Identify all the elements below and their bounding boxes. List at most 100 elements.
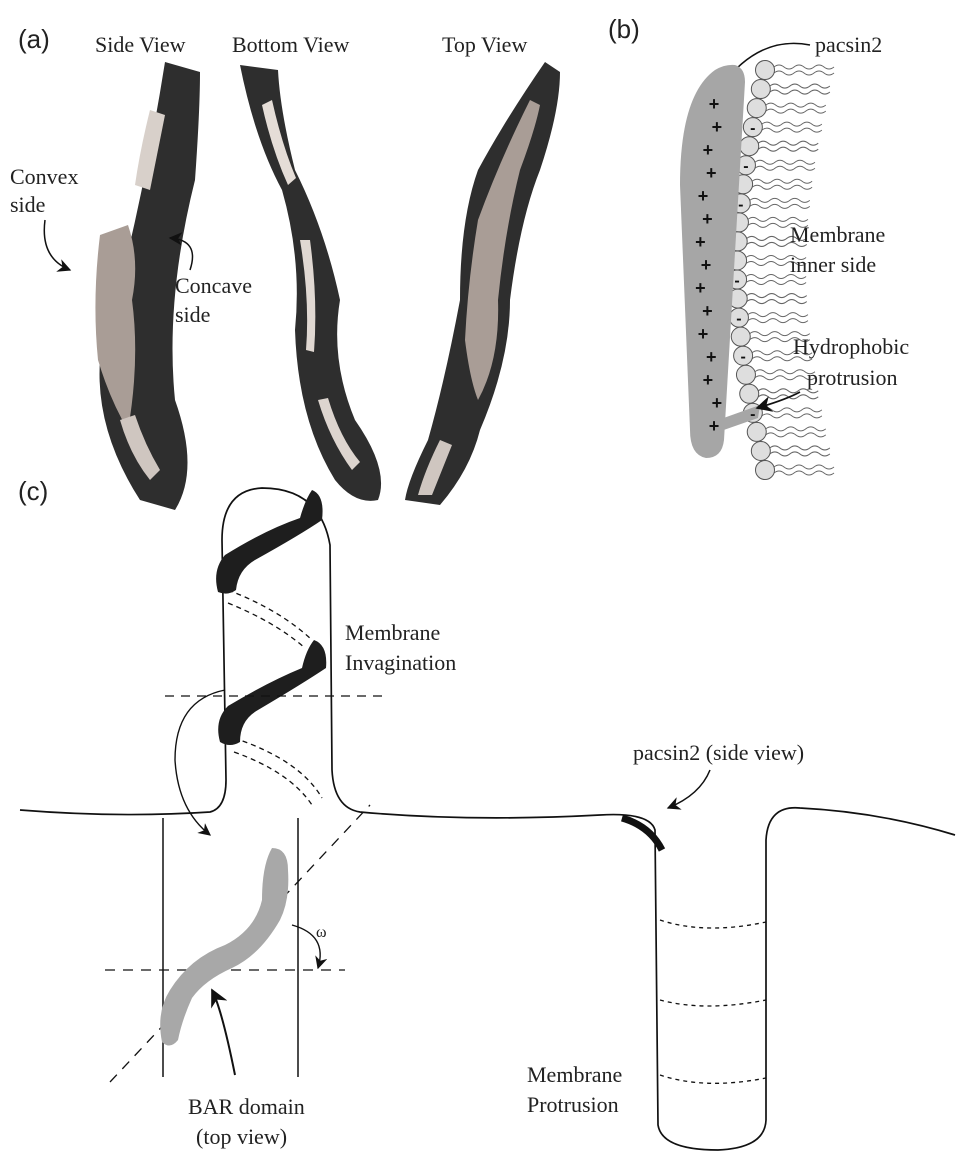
plus-sign: + <box>702 301 713 321</box>
bar-domain-top-view <box>160 848 288 1046</box>
lipid-head <box>736 365 755 384</box>
panel-b-label: (b) <box>608 14 640 44</box>
lipid-tail <box>750 198 810 202</box>
protrusion-dash-2 <box>660 1000 766 1006</box>
lipid-tail <box>766 427 826 431</box>
convex-label-line2: side <box>10 192 45 217</box>
invagination-label-line2: Invagination <box>345 650 456 675</box>
lipid-tail <box>752 185 812 189</box>
protrusion-label-line2: Protrusion <box>527 1092 619 1117</box>
membrane-label-line2: inner side <box>790 252 876 277</box>
lipid-head <box>740 137 759 156</box>
minus-sign: - <box>734 273 739 290</box>
lipid-tail <box>746 281 806 285</box>
lipid-head <box>740 384 759 403</box>
lipid-head <box>747 99 766 118</box>
panel-c-label: (c) <box>18 476 48 506</box>
convex-label-line1: Convex <box>10 164 78 189</box>
lipid-tail <box>752 179 812 183</box>
lipid-tail <box>750 204 810 208</box>
lipid-head <box>751 441 770 460</box>
plus-sign: + <box>712 117 723 137</box>
concave-label-line1: Concave <box>175 273 252 298</box>
lipid-tail <box>755 370 815 374</box>
lipid-tail <box>766 103 826 107</box>
lipid-tail <box>774 65 834 69</box>
panel-b: (b) pacsin2 +++++++++++++++ ------- Memb… <box>608 14 909 480</box>
pacsin2-side-view-label: pacsin2 (side view) <box>633 740 804 765</box>
lipid-tail <box>774 465 834 469</box>
pacsin2-label: pacsin2 <box>815 32 882 57</box>
lipid-tail <box>762 408 822 412</box>
plus-sign: + <box>706 163 717 183</box>
panel-a: (a) Side View Bottom View Top View Conve… <box>10 24 560 510</box>
plus-sign: + <box>698 186 709 206</box>
invagination-dash-2 <box>228 603 305 648</box>
lipid-head <box>756 461 775 480</box>
membrane-label-line1: Membrane <box>790 222 885 247</box>
lipid-tail <box>762 414 822 418</box>
minus-sign: - <box>743 158 748 175</box>
invagination-dash-1 <box>228 590 312 640</box>
protrusion-dash-3 <box>660 1075 766 1083</box>
invagination-label-line1: Membrane <box>345 620 440 645</box>
pacsin2-side-view-arrow <box>668 770 710 808</box>
minus-sign: - <box>738 196 743 213</box>
plus-sign: + <box>703 370 714 390</box>
lipid-tail <box>766 433 826 437</box>
minus-sign: - <box>750 120 755 137</box>
lipid-tail <box>748 217 808 221</box>
omega-label: ω <box>316 924 327 941</box>
bar-domain-upper <box>216 490 322 594</box>
plus-sign: + <box>695 232 706 252</box>
lipid-tail <box>770 90 830 94</box>
lipid-tail <box>766 109 826 113</box>
lipid-head <box>756 61 775 80</box>
plus-sign: + <box>709 416 720 436</box>
plus-sign: + <box>702 209 713 229</box>
plus-sign: + <box>706 347 717 367</box>
lipid-tail <box>755 160 815 164</box>
top-view-molecule <box>405 62 560 505</box>
lipid-tail <box>747 300 807 304</box>
lipid-head <box>751 80 770 99</box>
hydrophobic-label-line1: Hydrophobic <box>793 334 909 359</box>
bar-domain-lower <box>218 640 326 745</box>
bottom-view-molecule <box>240 65 381 501</box>
lipid-tail <box>770 446 830 450</box>
invagination-dash-3 <box>234 738 322 798</box>
lipid-tail <box>762 128 822 132</box>
membrane-line <box>20 488 955 1150</box>
protrusion-label-line1: Membrane <box>527 1062 622 1087</box>
lipid-head <box>747 422 766 441</box>
panel-a-label: (a) <box>18 24 50 54</box>
lipid-tail <box>770 452 830 456</box>
plus-sign: + <box>701 255 712 275</box>
convex-arrow <box>44 220 70 270</box>
hydrophobic-label-line2: protrusion <box>807 365 897 390</box>
invagination-dash-4 <box>234 752 312 805</box>
lipid-tail <box>774 471 834 475</box>
lipid-tail <box>755 376 815 380</box>
protrusion-dash-1 <box>660 920 766 928</box>
lipid-tail <box>770 84 830 88</box>
lipid-tail <box>747 294 807 298</box>
bottom-view-title: Bottom View <box>232 32 350 57</box>
lipid-tail <box>758 147 818 151</box>
concave-label-line2: side <box>175 302 210 327</box>
minus-sign: - <box>736 311 741 328</box>
bar-domain-label-line1: BAR domain <box>188 1094 305 1119</box>
pacsin2-side-view-mark <box>622 818 662 850</box>
plus-sign: + <box>712 393 723 413</box>
plus-sign: + <box>709 94 720 114</box>
lipid-tail <box>748 319 808 323</box>
side-view-title: Side View <box>95 32 186 57</box>
lipid-tail <box>774 71 834 75</box>
plus-sign: + <box>695 278 706 298</box>
plus-sign: + <box>703 140 714 160</box>
lipid-tail <box>748 313 808 317</box>
minus-sign: - <box>750 406 755 423</box>
top-view-title: Top View <box>442 32 527 57</box>
lipid-tail <box>762 122 822 126</box>
